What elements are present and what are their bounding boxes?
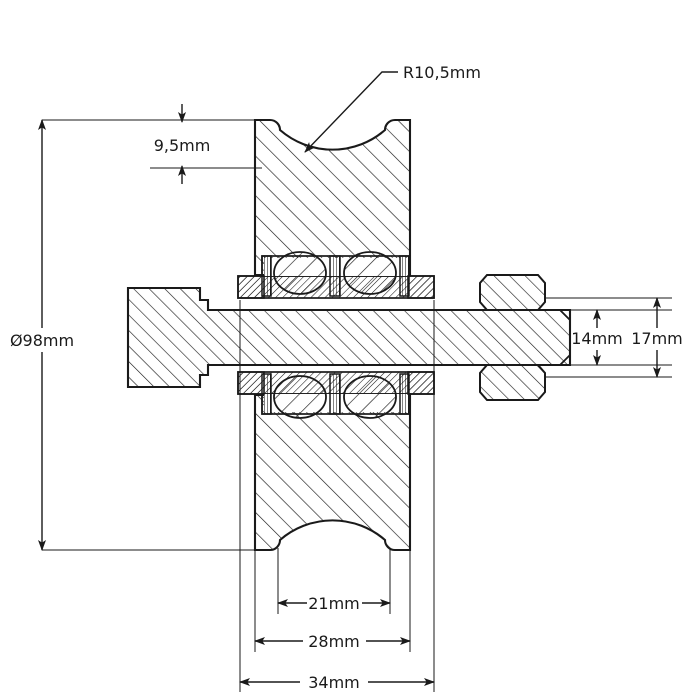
lower-ball-left xyxy=(273,375,327,419)
dimension-groove-radius: R10,5mm xyxy=(304,63,481,153)
dimension-hub-width: 28mm xyxy=(254,632,411,651)
nut-lower-section xyxy=(479,364,546,401)
dim-label-groove-bottom-width: 21mm xyxy=(308,594,360,613)
upper-shoulder-right xyxy=(407,275,435,299)
lower-ball-right xyxy=(343,375,397,419)
lower-shoulder-right xyxy=(407,371,435,395)
dimension-outer-diameter: Ø98mm xyxy=(10,119,74,551)
dimension-axle-width: 14mm xyxy=(571,309,623,366)
dim-label-axle-width: 14mm xyxy=(571,329,623,348)
lower-cage-center xyxy=(329,373,341,415)
upper-bearing-assembly xyxy=(237,251,435,299)
dim-label-hub-width: 28mm xyxy=(308,632,360,651)
nut-upper-section xyxy=(479,274,546,311)
upper-ball-right xyxy=(343,251,397,295)
dimension-groove-bottom-width: 21mm xyxy=(277,594,391,613)
dim-label-groove-radius: R10,5mm xyxy=(403,63,481,82)
axle-chamfer-top xyxy=(559,309,571,321)
dim-label-total-width: 34mm xyxy=(308,673,360,692)
leader-line-radius xyxy=(304,71,398,153)
upper-wheel-section xyxy=(253,118,412,277)
lower-wheel-section xyxy=(253,393,412,552)
lower-bearing-assembly xyxy=(237,371,435,419)
dimension-flange-width: 17mm xyxy=(631,297,683,378)
wheel-lower-body xyxy=(253,393,412,552)
dim-label-groove-depth: 9,5mm xyxy=(154,136,211,155)
dim-label-outer-diameter: Ø98mm xyxy=(10,331,74,350)
dimension-groove-depth: 9,5mm xyxy=(154,104,211,184)
retaining-nut xyxy=(479,274,546,401)
upper-cage-center xyxy=(329,255,341,297)
dim-label-flange-width: 17mm xyxy=(631,329,683,348)
upper-shoulder-left xyxy=(237,275,265,299)
lower-shoulder-left xyxy=(237,371,265,395)
wheel-upper-body xyxy=(253,118,412,277)
axle-chamfer-bottom xyxy=(559,354,571,366)
upper-ball-left xyxy=(273,251,327,295)
dimension-total-width: 34mm xyxy=(239,673,435,692)
